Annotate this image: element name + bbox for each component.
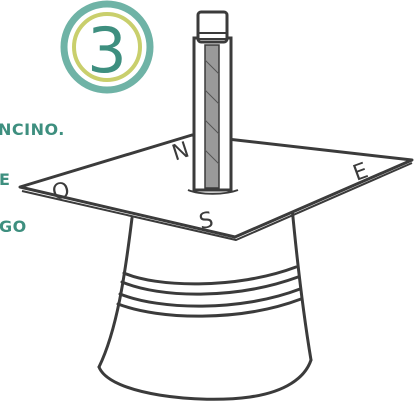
crown-left-edge [99,218,132,367]
crown-band-line-3 [120,289,300,306]
crown-band-line-1 [124,267,296,284]
pencil-eraser [198,12,227,42]
pencil [188,12,238,194]
crown-right-edge [292,207,311,360]
step-badge: 3 [64,4,150,90]
text-fragment-2: E [0,170,10,189]
crown-bottom-rim [99,360,311,399]
text-fragment-3: GO [0,217,27,236]
text-fragment-1: NCINO. [0,120,65,139]
cap-crown [99,207,311,399]
step-number: 3 [87,14,126,87]
